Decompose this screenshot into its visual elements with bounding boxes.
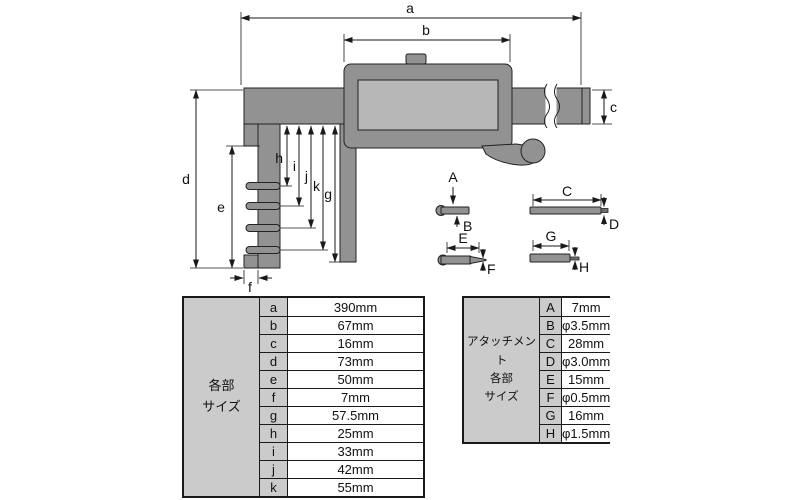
thumb-button	[405, 53, 427, 65]
dim-label-h: h	[275, 150, 283, 166]
dim-label-D: D	[609, 216, 619, 232]
parts-value-i: 33mm	[287, 442, 423, 460]
attachment-gh-pin	[529, 253, 571, 263]
parts-value-j: 42mm	[287, 460, 423, 478]
attachment-value-A: 7mm	[561, 298, 611, 316]
contact-pin-3	[245, 224, 281, 232]
dim-d: d	[182, 89, 243, 269]
contact-pin-4	[245, 246, 281, 254]
dim-label-A: A	[448, 169, 458, 185]
dim-h: h	[275, 125, 290, 187]
parts-value-d: 73mm	[287, 352, 423, 370]
parts-key-g: g	[259, 406, 287, 424]
parts-value-c: 16mm	[287, 334, 423, 352]
caliper-diagram: a b c d e	[182, 0, 619, 295]
dim-label-d: d	[182, 171, 190, 187]
contact-pin-1	[245, 182, 281, 190]
parts-size-table: 各部 サイズ a 390mm b 67mm c 16mm d 73mm e 50…	[182, 296, 425, 498]
dim-label-E: E	[458, 230, 467, 246]
dim-i: i	[293, 125, 302, 207]
jaw-foot	[243, 254, 259, 269]
attachment-ab-pin	[440, 206, 470, 215]
attachment-key-D: D	[539, 352, 561, 370]
attachment-value-B: φ3.5mm	[561, 316, 611, 334]
dim-label-i: i	[293, 158, 296, 174]
attachment-size-table: アタッチメント 各部 サイズ A 7mm B φ3.5mm C 28mm D φ…	[462, 296, 611, 444]
parts-key-c: c	[259, 334, 287, 352]
dim-label-G: G	[546, 228, 557, 244]
dim-label-g: g	[324, 186, 332, 202]
dim-label-H: H	[579, 259, 589, 275]
parts-key-d: d	[259, 352, 287, 370]
attachment-key-H: H	[539, 424, 561, 442]
dim-label-F: F	[487, 261, 496, 277]
parts-value-h: 25mm	[287, 424, 423, 442]
dim-b: b	[343, 22, 511, 62]
caliper-body	[243, 53, 591, 269]
attachment-cd-pin	[529, 206, 602, 215]
dim-e: e	[217, 145, 260, 269]
dim-c: c	[592, 89, 617, 125]
parts-key-j: j	[259, 460, 287, 478]
break-mark-left	[544, 83, 550, 129]
parts-key-b: b	[259, 316, 287, 334]
attachment-value-C: 28mm	[561, 334, 611, 352]
attachment-ab: A B	[435, 169, 472, 234]
attachment-ef: E F	[437, 230, 496, 277]
break-mark-right	[554, 83, 560, 129]
attachment-cd: C D	[529, 183, 619, 232]
dim-label-j: j	[304, 168, 308, 184]
dim-label-e: e	[217, 199, 225, 215]
attachment-value-E: 15mm	[561, 370, 611, 388]
parts-key-f: f	[259, 388, 287, 406]
attachment-key-G: G	[539, 406, 561, 424]
dim-label-k: k	[313, 178, 321, 194]
attachment-value-H: φ1.5mm	[561, 424, 611, 442]
attachment-cd-tip	[600, 208, 609, 213]
parts-table-header: 各部 サイズ	[184, 298, 259, 496]
dim-label-f: f	[248, 279, 252, 295]
dim-label-c: c	[610, 99, 617, 115]
parts-value-e: 50mm	[287, 370, 423, 388]
upper-jaw-step	[243, 123, 259, 147]
roller-knob	[520, 138, 546, 164]
dim-g: g	[324, 125, 338, 263]
parts-key-e: e	[259, 370, 287, 388]
parts-value-a: 390mm	[287, 298, 423, 316]
contact-pin-2	[245, 202, 281, 210]
attachment-gh-tip	[569, 256, 580, 261]
parts-value-b: 67mm	[287, 316, 423, 334]
parts-key-i: i	[259, 442, 287, 460]
parts-value-k: 55mm	[287, 478, 423, 496]
attachment-value-D: φ3.0mm	[561, 352, 611, 370]
parts-key-h: h	[259, 424, 287, 442]
parts-key-a: a	[259, 298, 287, 316]
dim-a: a	[240, 0, 582, 85]
attachment-table-header: アタッチメント 各部 サイズ	[464, 298, 539, 442]
dim-label-B: B	[463, 218, 472, 234]
parts-key-k: k	[259, 478, 287, 496]
display-screen	[357, 79, 499, 131]
dim-label-b: b	[422, 22, 430, 38]
dim-label-a: a	[406, 0, 414, 16]
break-gap	[545, 83, 557, 129]
parts-value-f: 7mm	[287, 388, 423, 406]
dim-f: f	[230, 270, 272, 295]
dim-k: k	[313, 125, 326, 251]
attachment-ef-tip	[469, 255, 487, 265]
attachment-gh: G H	[529, 228, 589, 275]
attachment-key-F: F	[539, 388, 561, 406]
dim-label-C: C	[562, 183, 572, 199]
attachment-ef-pin	[440, 255, 472, 265]
attachment-key-E: E	[539, 370, 561, 388]
attachment-key-B: B	[539, 316, 561, 334]
parts-value-g: 57.5mm	[287, 406, 423, 424]
attachment-key-A: A	[539, 298, 561, 316]
attachment-value-F: φ0.5mm	[561, 388, 611, 406]
dim-j: j	[304, 125, 314, 229]
attachment-value-G: 16mm	[561, 406, 611, 424]
attachment-key-C: C	[539, 334, 561, 352]
